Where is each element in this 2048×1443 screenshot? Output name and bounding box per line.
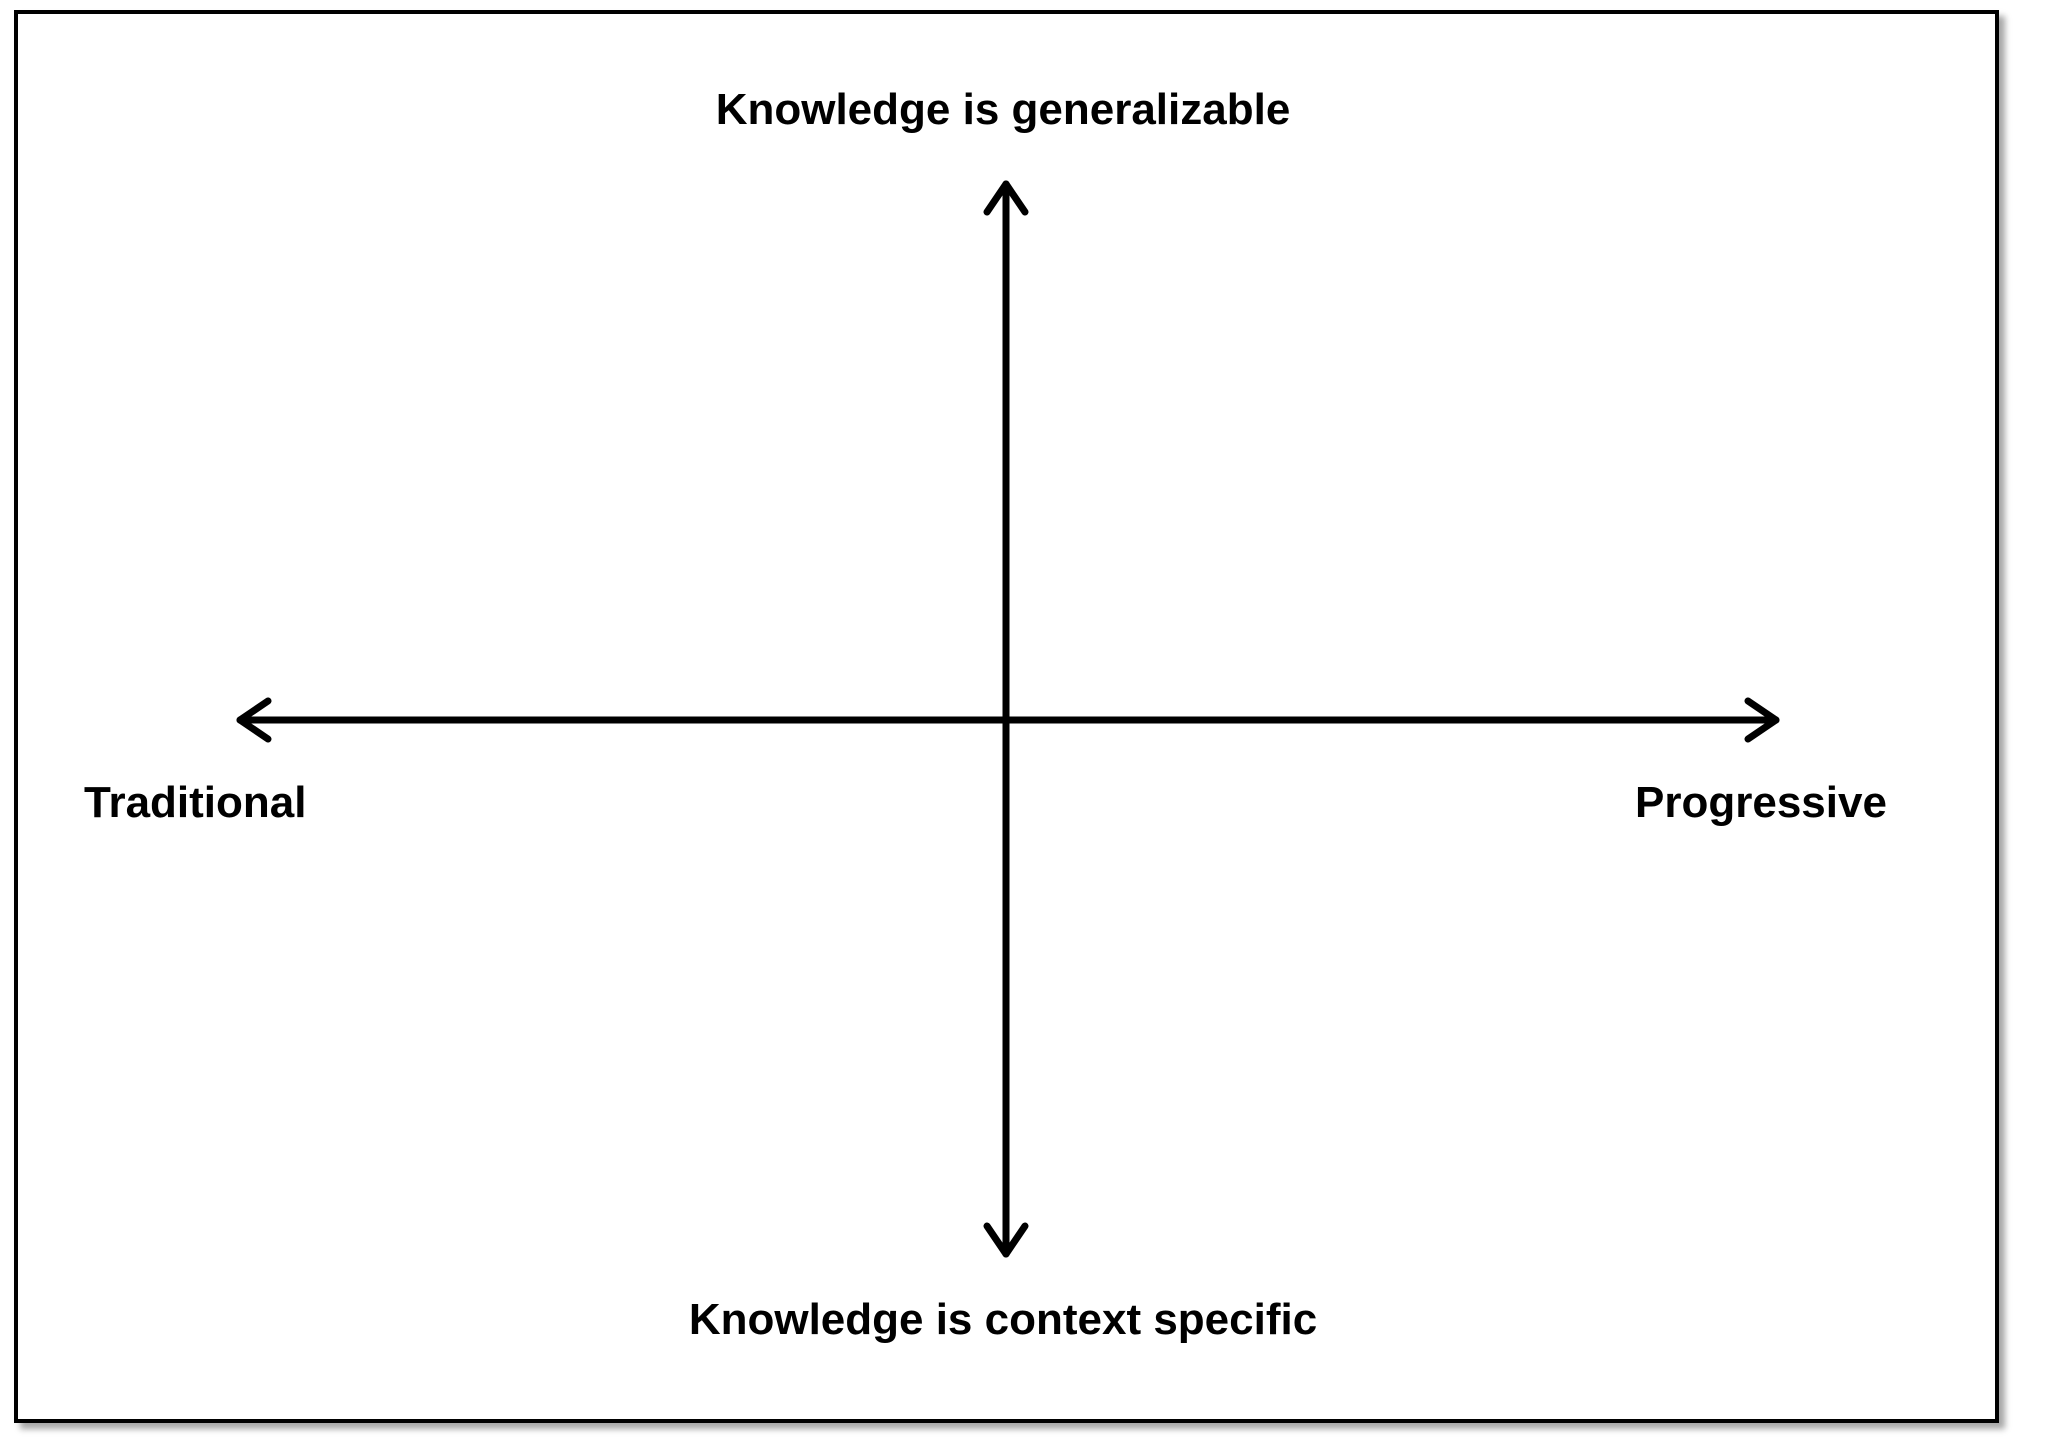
left-arrowhead — [236, 697, 272, 743]
bottom-arrowhead — [983, 1222, 1029, 1258]
right-pole-label: Progressive — [1635, 778, 1887, 827]
left-pole-label: Traditional — [84, 778, 307, 827]
bottom-pole-label: Knowledge is context specific — [688, 1295, 1318, 1344]
top-pole-label: Knowledge is generalizable — [715, 85, 1291, 134]
top-arrowhead — [983, 180, 1029, 216]
right-arrowhead — [1744, 697, 1780, 743]
